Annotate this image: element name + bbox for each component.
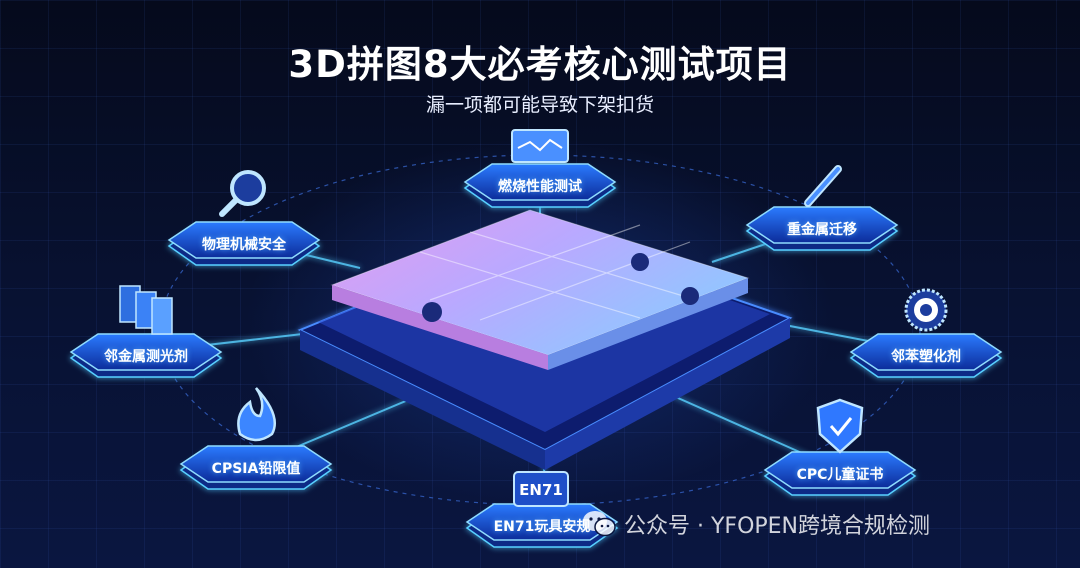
en71-card-icon: EN71	[513, 471, 569, 507]
node-pedestal-cpsia	[179, 387, 333, 490]
node-label-mechanical: 物理机械安全	[202, 237, 286, 253]
node-label-flammability: 燃烧性能测试	[498, 179, 582, 195]
node-pedestal-en71: EN71	[465, 471, 619, 548]
pedestal-top	[849, 333, 1003, 371]
node-pedestal-mechanical	[167, 170, 321, 266]
node-pedestal-flammability	[463, 129, 617, 208]
magnifier-icon	[219, 170, 266, 217]
flame-icon	[237, 387, 276, 442]
node-pedestal-phthalates	[849, 288, 1003, 378]
puzzle-pieces	[330, 209, 750, 370]
page-subtitle: 漏一项都可能导致下架扣货	[425, 94, 654, 116]
svg-text:EN71: EN71	[519, 481, 563, 499]
wechat-icon	[582, 510, 616, 538]
node-label-en71: EN71玩具安规	[493, 519, 591, 535]
pedestal-top	[179, 445, 333, 483]
node-label-phthalates: 邻苯塑化剂	[891, 349, 961, 365]
page-title: 3D拼图8大必考核心测试项目	[288, 43, 792, 86]
node-label-cpsia: CPSIA铅限值	[211, 461, 301, 477]
node-label-heavy-metal: 重金属迁移	[787, 222, 857, 238]
node-pedestal-brightener	[69, 285, 223, 378]
pen-icon	[804, 165, 842, 207]
certificate-seal-icon	[904, 288, 948, 332]
pedestal-top	[167, 221, 321, 259]
documents-icon	[119, 285, 173, 335]
pedestal-top	[465, 503, 619, 541]
pedestal-top	[69, 333, 223, 371]
shield-check-icon	[816, 398, 864, 454]
watermark: 公众号 · YFOPEN跨境合规检测	[582, 508, 930, 540]
pedestal-top	[745, 206, 899, 244]
node-pedestal-heavy-metal	[745, 165, 899, 251]
node-label-cpc: CPC儿童证书	[796, 467, 884, 483]
node-pedestal-cpc	[763, 398, 917, 496]
node-label-brightener: 邻金属测光剂	[104, 349, 188, 365]
watermark-text: 公众号 · YFOPEN跨境合规检测	[624, 514, 931, 539]
testing-chart-icon	[511, 129, 569, 163]
pedestal-top	[763, 451, 917, 489]
pedestal-top	[463, 163, 617, 201]
